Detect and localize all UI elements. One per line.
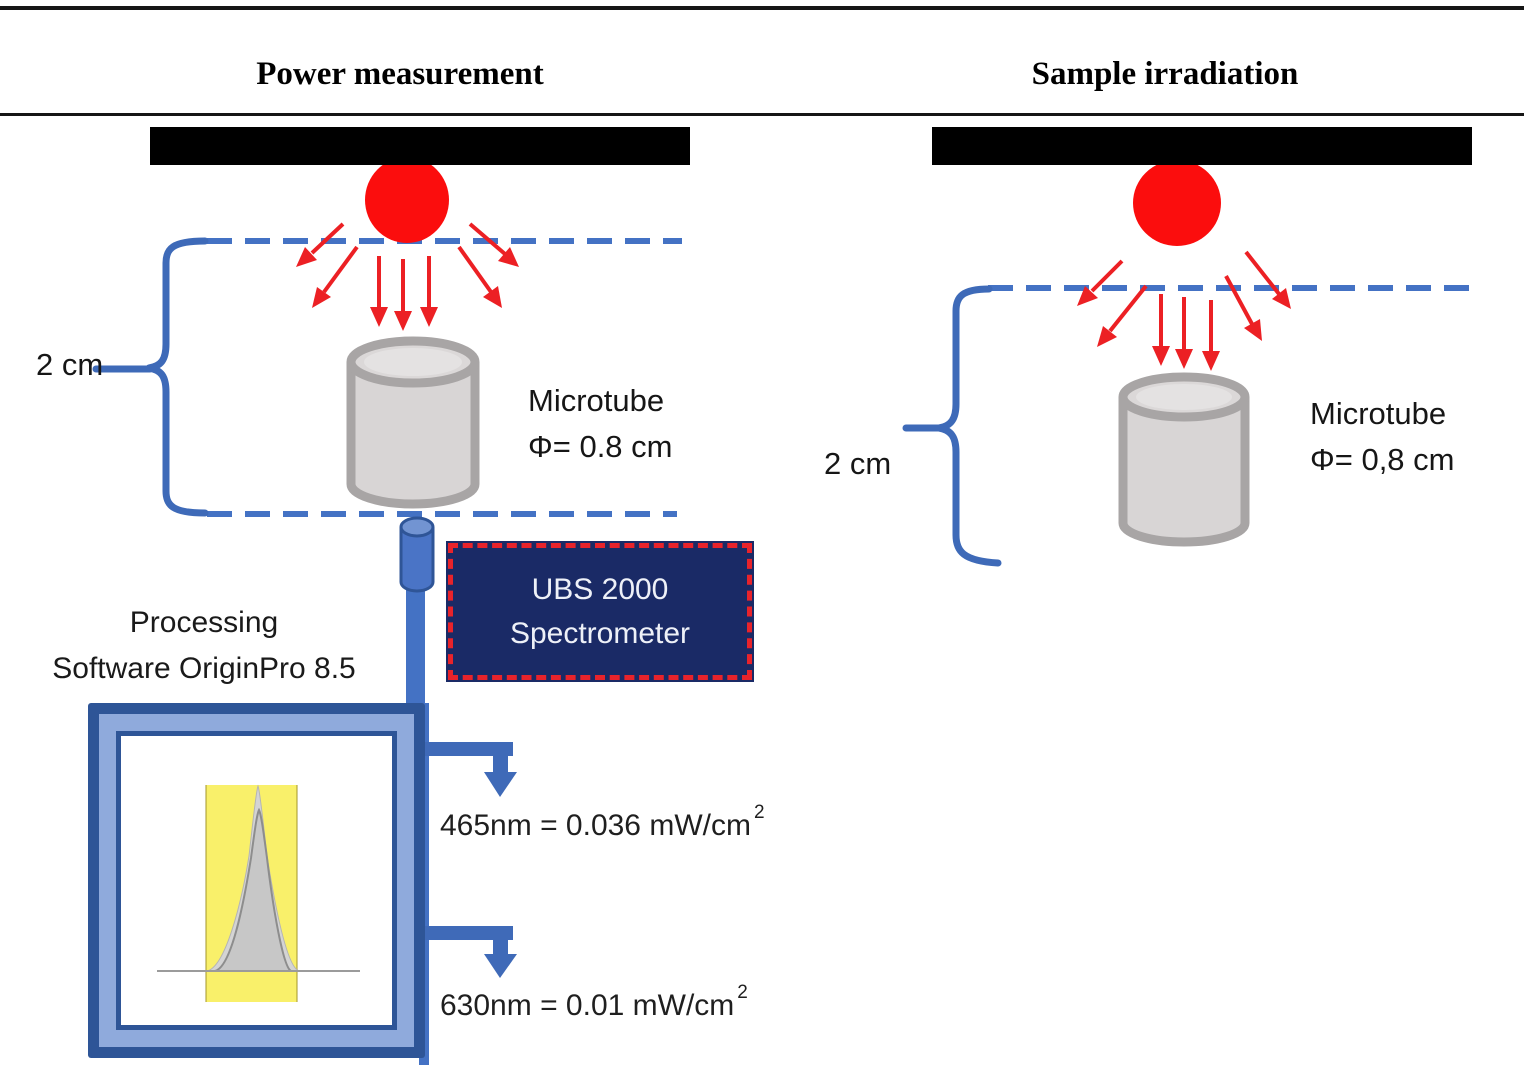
header-divider-rule bbox=[0, 113, 1524, 116]
right-microtube-label: Microtube Φ= 0,8 cm bbox=[1310, 391, 1454, 483]
top-rule bbox=[0, 6, 1524, 10]
monitor-screen bbox=[121, 736, 392, 1025]
processing-label-line2: Software OriginPro 8.5 bbox=[52, 652, 356, 685]
spectrum-chart bbox=[157, 784, 360, 1002]
processing-label-line1: Processing bbox=[129, 606, 279, 639]
spectrometer-type: Spectrometer bbox=[509, 616, 691, 650]
left-distance-brace bbox=[92, 237, 209, 517]
spectrometer-box: UBS 2000 Spectrometer bbox=[448, 543, 752, 680]
left-microtube-label-line1: Microtube bbox=[528, 383, 665, 418]
result-630nm-text: 630nm = 0.01 mW/cm bbox=[440, 989, 735, 1022]
processing-software-label: Processing Software OriginPro 8.5 bbox=[24, 600, 384, 692]
right-microtube bbox=[1118, 372, 1250, 547]
right-panel-title: Sample irradiation bbox=[1031, 56, 1299, 92]
left-microtube-label: Microtube Φ= 0.8 cm bbox=[528, 378, 672, 470]
result-branch-arrow-630 bbox=[424, 926, 517, 978]
left-distance-label: 2 cm bbox=[36, 347, 104, 382]
result-branch-arrow-465 bbox=[424, 742, 517, 797]
right-microtube-label-line1: Microtube bbox=[1310, 396, 1447, 431]
left-microtube bbox=[346, 336, 480, 509]
spectrum-peak-inner bbox=[214, 807, 292, 972]
right-led bbox=[1133, 160, 1221, 246]
right-microtube-label-line2: Φ= 0,8 cm bbox=[1310, 442, 1455, 477]
left-light-arrows bbox=[296, 222, 519, 331]
result-630nm-sup: 2 bbox=[737, 982, 748, 1003]
right-led-panel-bar bbox=[932, 127, 1472, 165]
right-light-arrows bbox=[1077, 250, 1291, 371]
left-led-panel-bar bbox=[150, 127, 690, 165]
result-465nm-text: 465nm = 0.036 mW/cm bbox=[440, 809, 751, 842]
monitor bbox=[88, 703, 425, 1058]
left-led bbox=[365, 157, 449, 243]
left-microtube-label-line2: Φ= 0.8 cm bbox=[528, 429, 673, 464]
fiber-cable-line bbox=[406, 586, 425, 706]
result-465nm-sup: 2 bbox=[753, 802, 765, 823]
fiber-connector bbox=[399, 516, 435, 593]
spectrometer-name: UBS 2000 bbox=[531, 572, 669, 606]
right-distance-label: 2 cm bbox=[824, 446, 892, 481]
left-panel-title: Power measurement bbox=[256, 56, 544, 92]
right-distance-brace bbox=[902, 285, 1002, 567]
